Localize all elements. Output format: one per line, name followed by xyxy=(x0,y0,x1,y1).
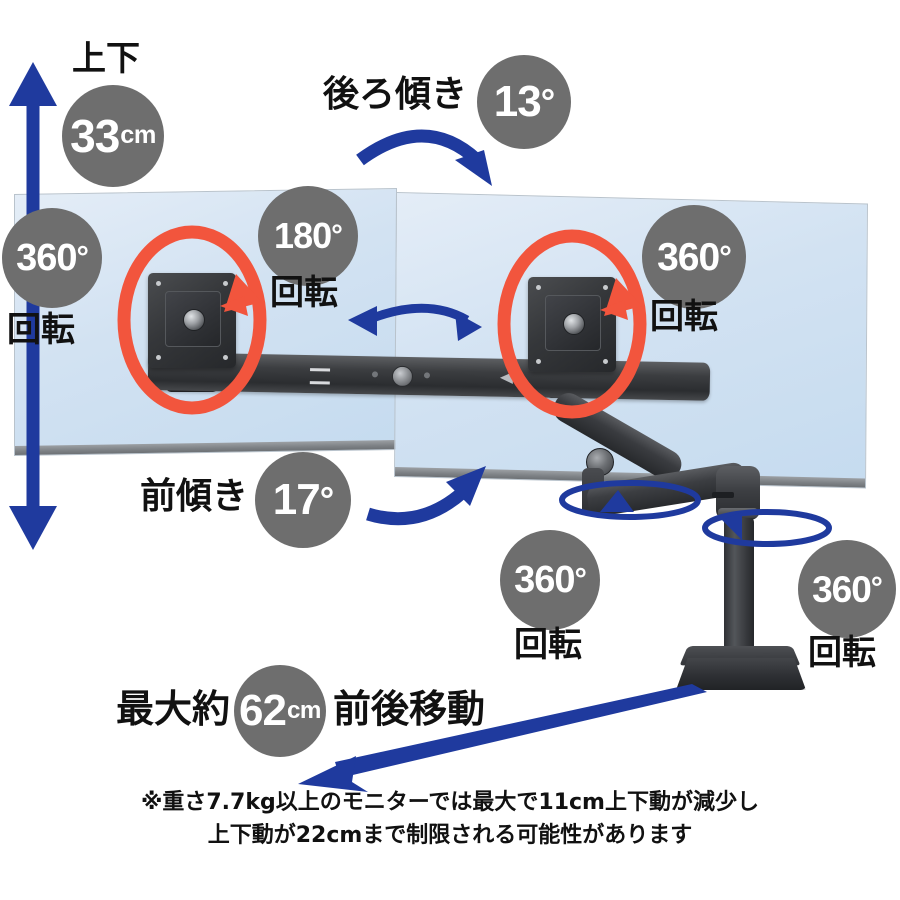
rotate-arm-elbow-label: 回転 xyxy=(514,625,582,665)
pan-180-badge: 180° xyxy=(258,186,358,286)
vesa-screw xyxy=(603,359,608,364)
rotate-arm-base-label: 回転 xyxy=(808,633,876,673)
reach-suffix-label: 前後移動 xyxy=(333,687,486,731)
rotate-right-monitor-badge: 360° xyxy=(642,205,746,309)
right-vesa-hub-icon xyxy=(563,313,585,335)
vesa-screw xyxy=(536,359,541,364)
rotate-right-value: 360 xyxy=(657,235,720,279)
arm-post-ring xyxy=(718,508,758,518)
crossbar-screw-left xyxy=(371,371,379,378)
vesa-screw xyxy=(223,281,228,286)
rotate-elbow-value: 360 xyxy=(514,559,575,601)
tilt-forward-badge: 17° xyxy=(255,452,351,548)
rotate-left-unit: ° xyxy=(76,240,89,276)
reach-value: 62 xyxy=(239,686,287,735)
vesa-screw xyxy=(603,285,608,290)
rotate-base-unit: ° xyxy=(870,571,883,605)
right-vesa-plate xyxy=(528,277,616,372)
left-vesa-plate xyxy=(148,273,236,368)
rotate-arm-elbow-badge: 360° xyxy=(500,530,600,630)
crossbar-equals-marker-icon xyxy=(309,368,331,385)
tilt-forward-unit: ° xyxy=(319,478,334,520)
vesa-screw xyxy=(156,281,161,286)
footnote: ※重さ7.7kg以上のモニターでは最大で11cm上下動が減少し 上下動が22cm… xyxy=(0,786,900,852)
height-adjust-unit: cm xyxy=(120,121,156,150)
vesa-screw xyxy=(156,355,161,360)
footnote-line-2: 上下動が22cmまで制限される可能性があります xyxy=(207,823,693,848)
rotate-elbow-unit: ° xyxy=(574,562,587,598)
rotate-base-value: 360 xyxy=(812,568,872,610)
tilt-back-label: 後ろ傾き xyxy=(323,74,468,115)
tilt-back-arrow-icon xyxy=(356,129,492,186)
tilt-forward-value: 17 xyxy=(272,475,321,524)
reach-unit: cm xyxy=(286,696,321,724)
rotate-left-monitor-badge: 360° xyxy=(2,208,102,308)
pan-180-label: 回転 xyxy=(270,273,338,313)
pan-180-unit: ° xyxy=(331,219,343,253)
arm-column xyxy=(724,518,754,650)
crossbar-center-pivot-icon xyxy=(391,365,414,388)
rotate-arm-base-badge: 360° xyxy=(798,540,896,638)
tilt-forward-label: 前傾き xyxy=(140,476,249,517)
rotate-left-value: 360 xyxy=(16,237,77,279)
rotate-right-unit: ° xyxy=(719,239,732,275)
arm-clamp-slot-icon xyxy=(712,492,734,498)
tilt-back-value: 13 xyxy=(493,77,542,126)
desk-base xyxy=(676,658,806,690)
vesa-screw xyxy=(223,355,228,360)
rotate-left-monitor-label: 回転 xyxy=(7,310,75,350)
reach-prefix-label: 最大約 xyxy=(116,687,231,731)
crossbar-screw-right xyxy=(423,372,431,379)
pan-180-value: 180 xyxy=(274,215,332,256)
rotate-right-monitor-label: 回転 xyxy=(650,297,718,337)
tilt-back-badge: 13° xyxy=(477,55,571,149)
left-vesa-hub-icon xyxy=(183,309,205,331)
tilt-back-unit: ° xyxy=(540,80,555,122)
height-adjust-label: 上下 xyxy=(72,39,140,79)
footnote-line-1: ※重さ7.7kg以上のモニターでは最大で11cm上下動が減少し xyxy=(140,790,759,815)
crossbar-arrow-marker-icon xyxy=(499,371,514,385)
height-adjust-value: 33 xyxy=(70,110,120,162)
vesa-screw xyxy=(536,285,541,290)
left-monitor-bezel xyxy=(15,440,396,456)
